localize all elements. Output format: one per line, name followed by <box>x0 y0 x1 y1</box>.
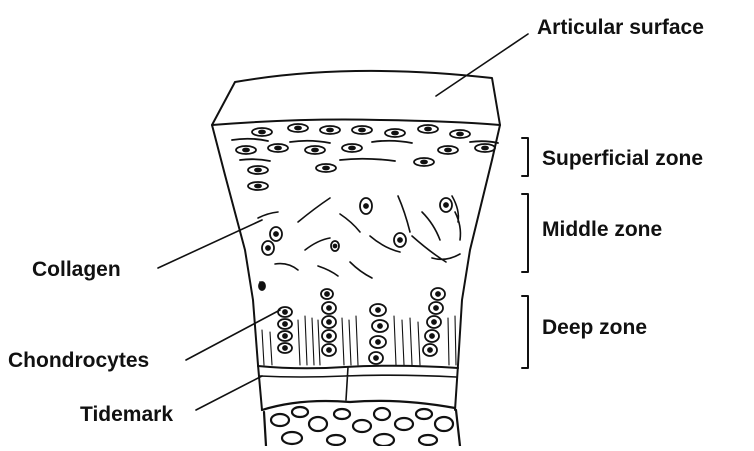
chondrocytes-pointer <box>186 310 280 360</box>
articular-surface-label: Articular surface <box>537 17 704 38</box>
chondrocytes-label: Chondrocytes <box>8 350 149 371</box>
subchondral-bone <box>262 401 460 446</box>
middle-zone-cells <box>259 198 452 290</box>
tidemark-label: Tidemark <box>80 404 173 425</box>
deep-zone-label: Deep zone <box>542 317 647 338</box>
tidemark-pointer <box>196 376 262 410</box>
deep-zone-bracket <box>522 296 528 368</box>
middle-zone-bracket <box>522 194 528 272</box>
superficial-zone-cells <box>232 124 498 190</box>
articular-surface-band <box>212 120 500 125</box>
collagen-label: Collagen <box>32 259 121 280</box>
calcified-band <box>260 367 456 400</box>
middle-zone-fibers <box>258 196 460 290</box>
tidemark-line <box>258 366 458 369</box>
middle-zone-label: Middle zone <box>542 219 662 240</box>
superficial-zone-label: Superficial zone <box>542 148 703 169</box>
articular-surface-pointer <box>436 34 528 96</box>
superficial-zone-bracket <box>522 138 528 176</box>
